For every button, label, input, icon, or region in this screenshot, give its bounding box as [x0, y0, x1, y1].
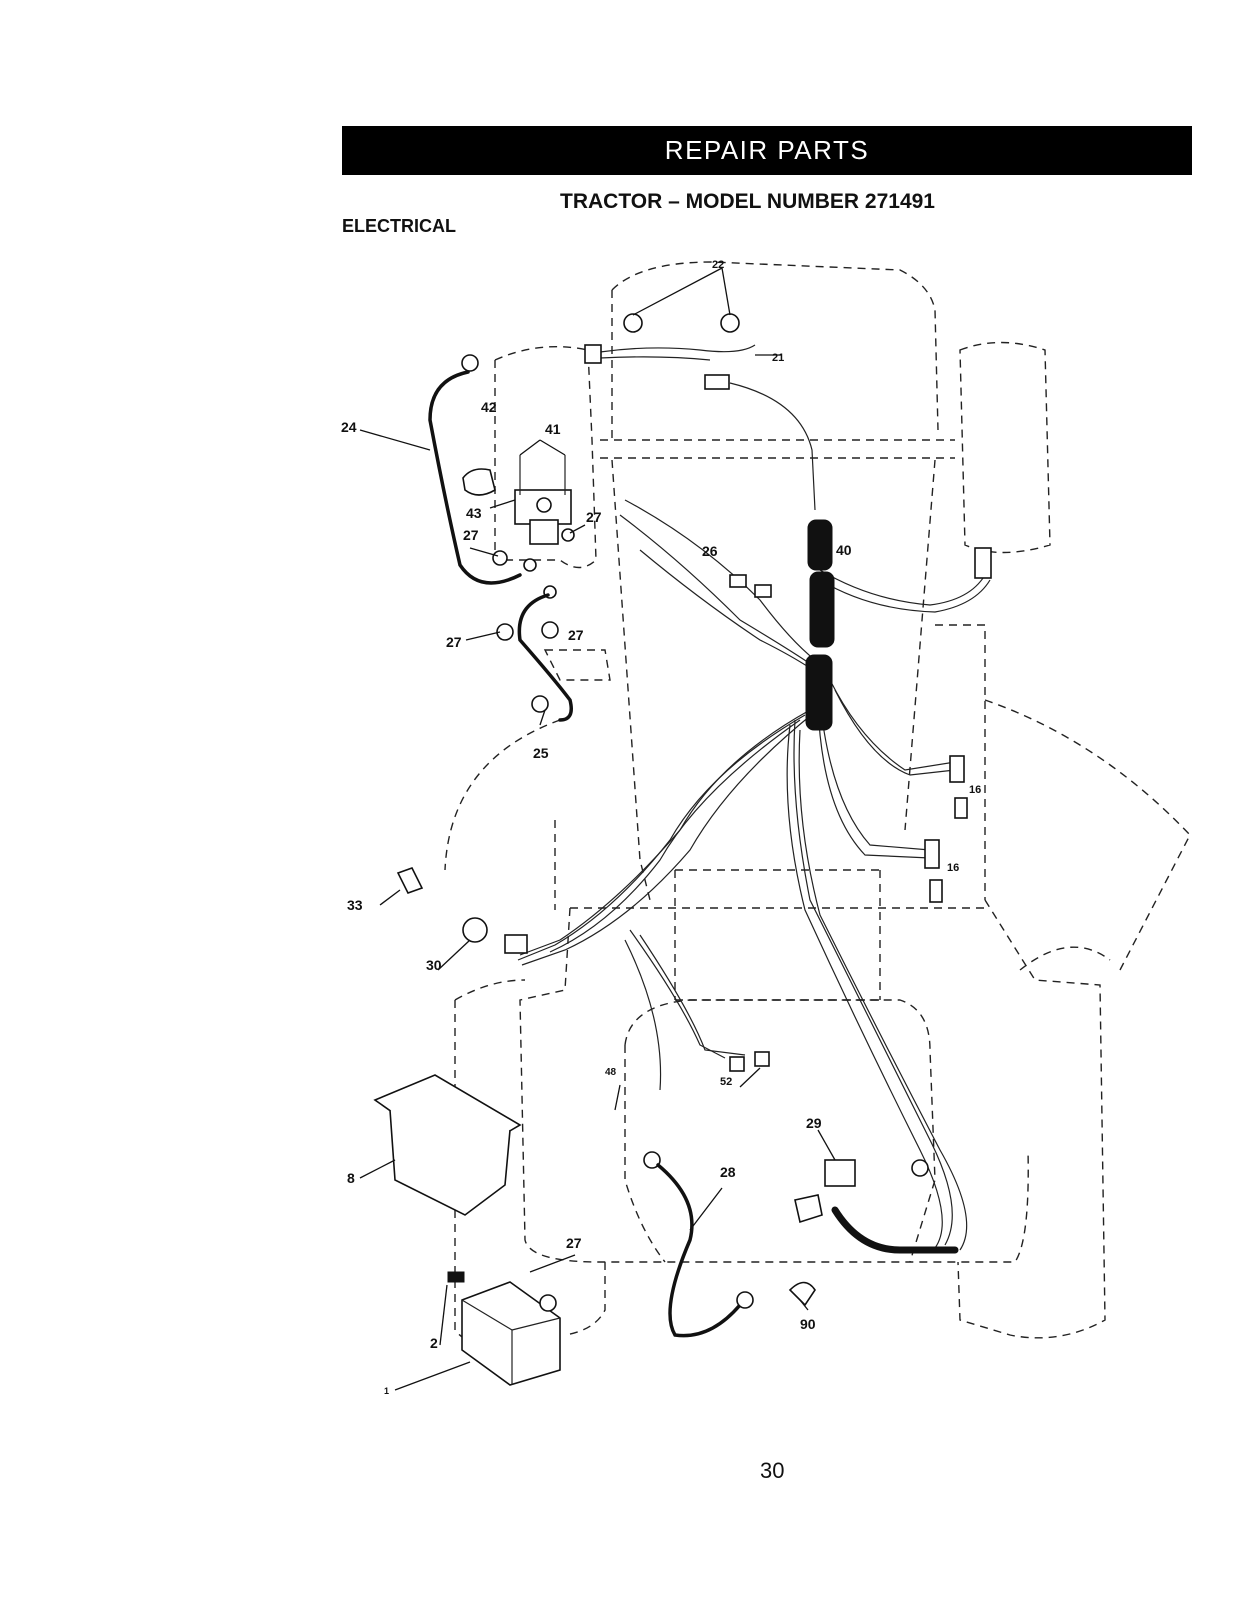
callout-43: 43	[466, 505, 482, 521]
callout-8: 8	[347, 1170, 355, 1186]
callout-28: 28	[720, 1164, 736, 1180]
callout-24: 24	[341, 419, 357, 435]
callout-42: 42	[481, 399, 497, 415]
ignition-connector-30	[505, 935, 527, 953]
callout-27-d: 27	[568, 627, 584, 643]
callout-40: 40	[836, 542, 852, 558]
callout-33: 33	[347, 897, 363, 913]
callout-16-b: 16	[947, 862, 959, 874]
callout-27-a: 27	[463, 527, 479, 543]
boot-90	[790, 1283, 815, 1306]
callout-26: 26	[702, 543, 718, 559]
harness-loom-40	[806, 520, 834, 730]
page-number: 30	[760, 1458, 784, 1484]
part-33	[398, 868, 422, 893]
callout-29: 29	[806, 1115, 822, 1131]
callout-48: 48	[605, 1067, 617, 1078]
callout-1: 1	[384, 1386, 389, 1396]
cable-24-eyelet	[462, 355, 478, 371]
callout-22: 22	[712, 259, 724, 271]
cable-25-eyelet	[532, 696, 548, 712]
seat-switch-plug	[795, 1195, 822, 1222]
callout-21: 21	[772, 352, 784, 364]
bolt-2	[448, 1272, 464, 1282]
callout-52: 52	[720, 1076, 732, 1088]
headlight-assembly	[585, 314, 815, 510]
wiring-harness	[518, 500, 991, 1250]
callout-25: 25	[533, 745, 549, 761]
ground-eyelet	[912, 1160, 928, 1176]
cable-28	[658, 1165, 740, 1336]
callout-2: 2	[430, 1335, 438, 1351]
battery-1	[462, 1282, 560, 1385]
callout-30: 30	[426, 957, 442, 973]
callout-90: 90	[800, 1316, 816, 1332]
callout-27-c: 27	[446, 634, 462, 650]
callouts: 22 21 24 42 41 43 27 27 27 27 27 26 40 1…	[341, 259, 981, 1396]
battery-box-8	[375, 1075, 520, 1215]
leader-lines	[360, 268, 835, 1390]
callout-41: 41	[545, 421, 561, 437]
ignition-switch-30	[463, 918, 487, 942]
cable-28-eyelet-bottom	[737, 1292, 753, 1308]
connector-26b	[755, 585, 771, 597]
solenoid-assembly	[463, 455, 574, 640]
callout-27-e: 27	[566, 1235, 582, 1251]
seat-switch-29	[825, 1160, 855, 1186]
callout-16-a: 16	[969, 784, 981, 796]
connector-26	[730, 575, 746, 587]
callout-27-b: 27	[586, 509, 602, 525]
